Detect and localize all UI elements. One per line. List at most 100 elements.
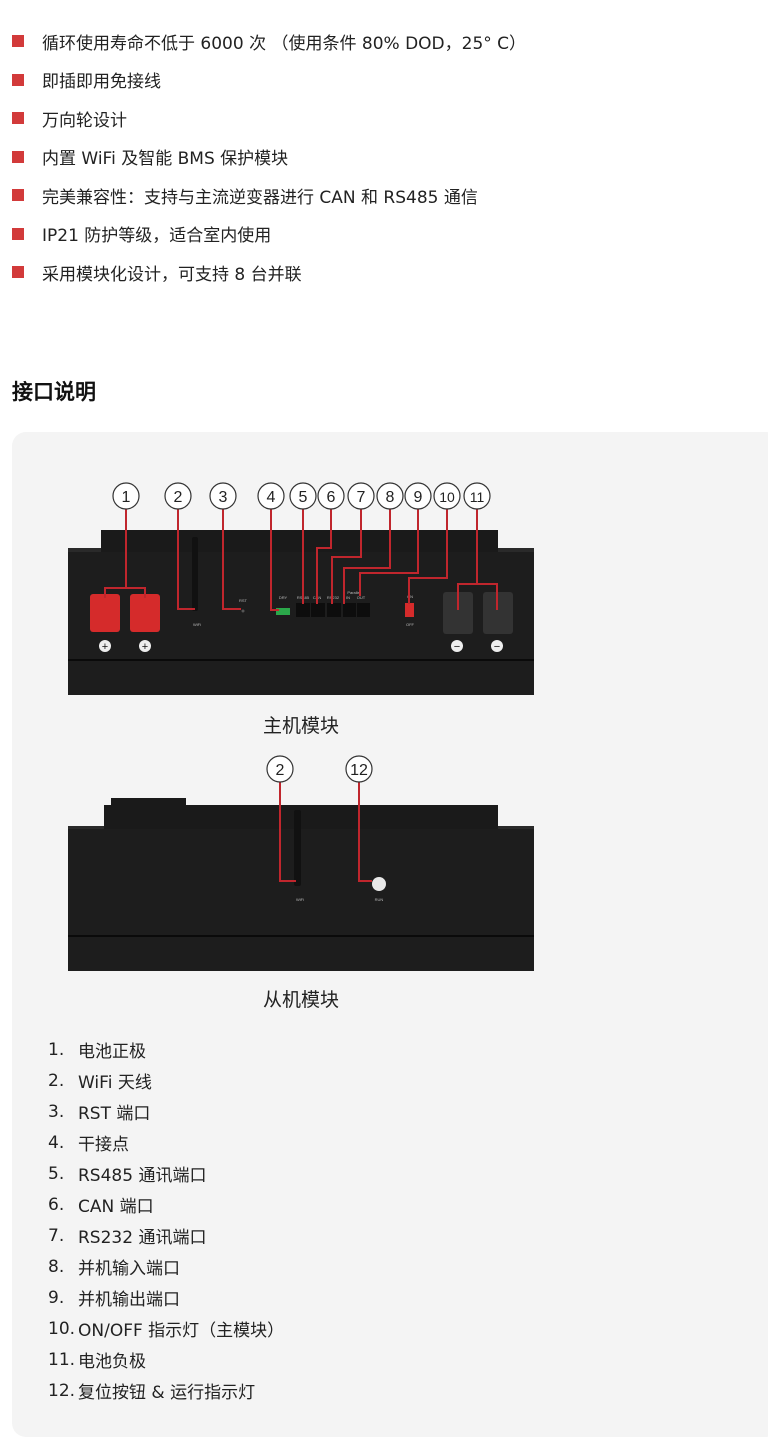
bullet-icon [12, 73, 24, 86]
master-callout-lines [104, 509, 498, 611]
svg-text:−: − [494, 641, 500, 653]
label-pout: OUT [357, 595, 366, 600]
legend-text: RS485 通讯端口 [78, 1166, 207, 1186]
callout-number: 6 [327, 489, 336, 506]
feature-text: 采用模块化设计，可支持 8 台并联 [42, 264, 302, 285]
feature-item: IP21 防护等级，适合室内使用 [12, 215, 526, 254]
feature-text: 即插即用免接线 [42, 72, 161, 93]
positive-terminal-1 [90, 594, 120, 632]
feature-item: 即插即用免接线 [12, 61, 526, 100]
callout-number: 8 [386, 489, 395, 506]
slave-callout-lines [279, 782, 372, 882]
callout-circle [433, 482, 461, 510]
callout-number: 11 [470, 489, 485, 505]
legend-item: 7. RS232 通讯端口 [48, 1220, 284, 1251]
rs232-port [327, 603, 341, 617]
bullet-icon [12, 112, 24, 125]
negative-terminal-1 [443, 592, 473, 634]
legend-text: WiFi 天线 [78, 1073, 152, 1093]
legend-text: 干接点 [78, 1135, 129, 1155]
section-title: 接口说明 [12, 380, 96, 404]
reset-button [372, 877, 386, 891]
device-illustrations: + + WiFi RST DRY RS485 CAN RS232 Paralle… [68, 482, 534, 971]
callout-number: 9 [414, 489, 423, 506]
can-port [311, 603, 325, 617]
bullet-icon [12, 35, 24, 48]
label-run: RUN [375, 897, 384, 902]
svg-text:+: + [102, 641, 108, 653]
svg-text:+: + [142, 641, 148, 653]
feature-item: 采用模块化设计，可支持 8 台并联 [12, 253, 526, 292]
bullet-icon [12, 266, 24, 279]
feature-text: 万向轮设计 [42, 110, 127, 131]
callout-circle [317, 482, 345, 510]
legend-text: RS232 通讯端口 [78, 1228, 207, 1248]
legend-number: 9. [48, 1287, 65, 1308]
legend-text: ON/OFF 指示灯（主模块） [78, 1321, 285, 1341]
legend-text: 复位按钮 & 运行指示灯 [78, 1383, 256, 1403]
legend-number: 3. [48, 1101, 65, 1122]
legend-text: 并机输入端口 [78, 1259, 180, 1279]
legend-text: 电池正极 [78, 1042, 146, 1062]
label-parallel: Parallel [347, 590, 360, 595]
label-rst: RST [239, 598, 248, 603]
positive-terminal-2 [130, 594, 160, 632]
callout-circle [209, 482, 237, 510]
on-off-indicator [405, 603, 414, 617]
feature-text: 循环使用寿命不低于 6000 次 （使用条件 80% DOD，25° C） [42, 33, 527, 54]
parallel-in-port [343, 603, 356, 617]
minus-icon [491, 640, 503, 652]
master-caption: 主机模块 [262, 715, 339, 737]
feature-text: 内置 WiFi 及智能 BMS 保护模块 [42, 149, 289, 170]
legend-item: 2.WiFi 天线 [48, 1065, 284, 1096]
rst-port [241, 609, 245, 613]
legend-number: 10. [48, 1318, 76, 1339]
rs485-port [296, 603, 310, 617]
feature-item: 循环使用寿命不低于 6000 次 （使用条件 80% DOD，25° C） [12, 22, 526, 61]
callout-circle [266, 755, 294, 783]
legend-text: 并机输出端口 [78, 1290, 180, 1310]
legend-item: 8.并机输入端口 [48, 1251, 284, 1282]
callout-circle [404, 482, 432, 510]
callout-circle [289, 482, 317, 510]
feature-list: 循环使用寿命不低于 6000 次 （使用条件 80% DOD，25° C） 即插… [12, 22, 526, 292]
label-wifi: WiFi [296, 897, 304, 902]
negative-terminal-2 [483, 592, 513, 634]
label-pin: IN [346, 595, 350, 600]
slave-caption: 从机模块 [262, 989, 339, 1011]
legend-number: 1. [48, 1039, 65, 1060]
label-wifi: WiFi [193, 622, 201, 627]
bullet-icon [12, 227, 24, 240]
legend-item: 9. 并机输出端口 [48, 1282, 284, 1313]
master-module: + + WiFi RST DRY RS485 CAN RS232 Paralle… [68, 482, 534, 695]
plus-icon [99, 640, 111, 652]
callout-number: 1 [122, 489, 131, 506]
wifi-antenna [192, 537, 198, 611]
legend-number: 12. [48, 1380, 76, 1401]
legend-item: 12.复位按钮 & 运行指示灯 [48, 1375, 284, 1406]
callout-number: 5 [299, 489, 308, 506]
legend-number: 7. [48, 1225, 65, 1246]
legend-list: 1.电池正极 2.WiFi 天线 3.RST 端口 4.干接点 5.RS485 … [48, 1034, 284, 1406]
legend-item: 5. RS485 通讯端口 [48, 1158, 284, 1189]
feature-item: 完美兼容性：支持与主流逆变器进行 CAN 和 RS485 通信 [12, 176, 526, 215]
callout-number: 2 [276, 762, 285, 779]
bullet-icon [12, 150, 24, 163]
label-dry: DRY [279, 595, 288, 600]
legend-text: CAN 端口 [78, 1197, 154, 1217]
wifi-antenna [294, 810, 301, 886]
callout-circle [257, 482, 285, 510]
svg-text:−: − [454, 641, 460, 653]
callout-number: 3 [219, 489, 228, 506]
callout-number: 4 [267, 489, 276, 506]
callout-circle [347, 482, 375, 510]
label-off: OFF [406, 622, 415, 627]
callout-number: 10 [439, 489, 455, 505]
parallel-out-port [357, 603, 370, 617]
feature-item: 内置 WiFi 及智能 BMS 保护模块 [12, 138, 526, 177]
legend-item: 6.CAN 端口 [48, 1189, 284, 1220]
legend-number: 5. [48, 1163, 65, 1184]
bullet-icon [12, 189, 24, 202]
callout-number: 12 [350, 762, 368, 779]
feature-item: 万向轮设计 [12, 99, 526, 138]
